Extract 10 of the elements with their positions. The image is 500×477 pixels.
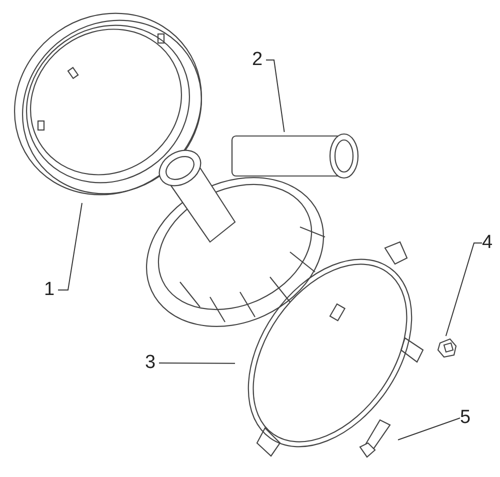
callout-number: 5 <box>460 408 474 428</box>
leader-line <box>158 362 236 364</box>
leader-line <box>266 60 285 132</box>
leader-line <box>445 242 482 336</box>
callout-number: 1 <box>44 280 58 300</box>
leader-line <box>398 418 460 440</box>
callout-number: 3 <box>145 353 159 373</box>
callout-number: 2 <box>252 50 266 70</box>
callout-number: 4 <box>482 233 496 253</box>
leader-line <box>58 202 82 290</box>
